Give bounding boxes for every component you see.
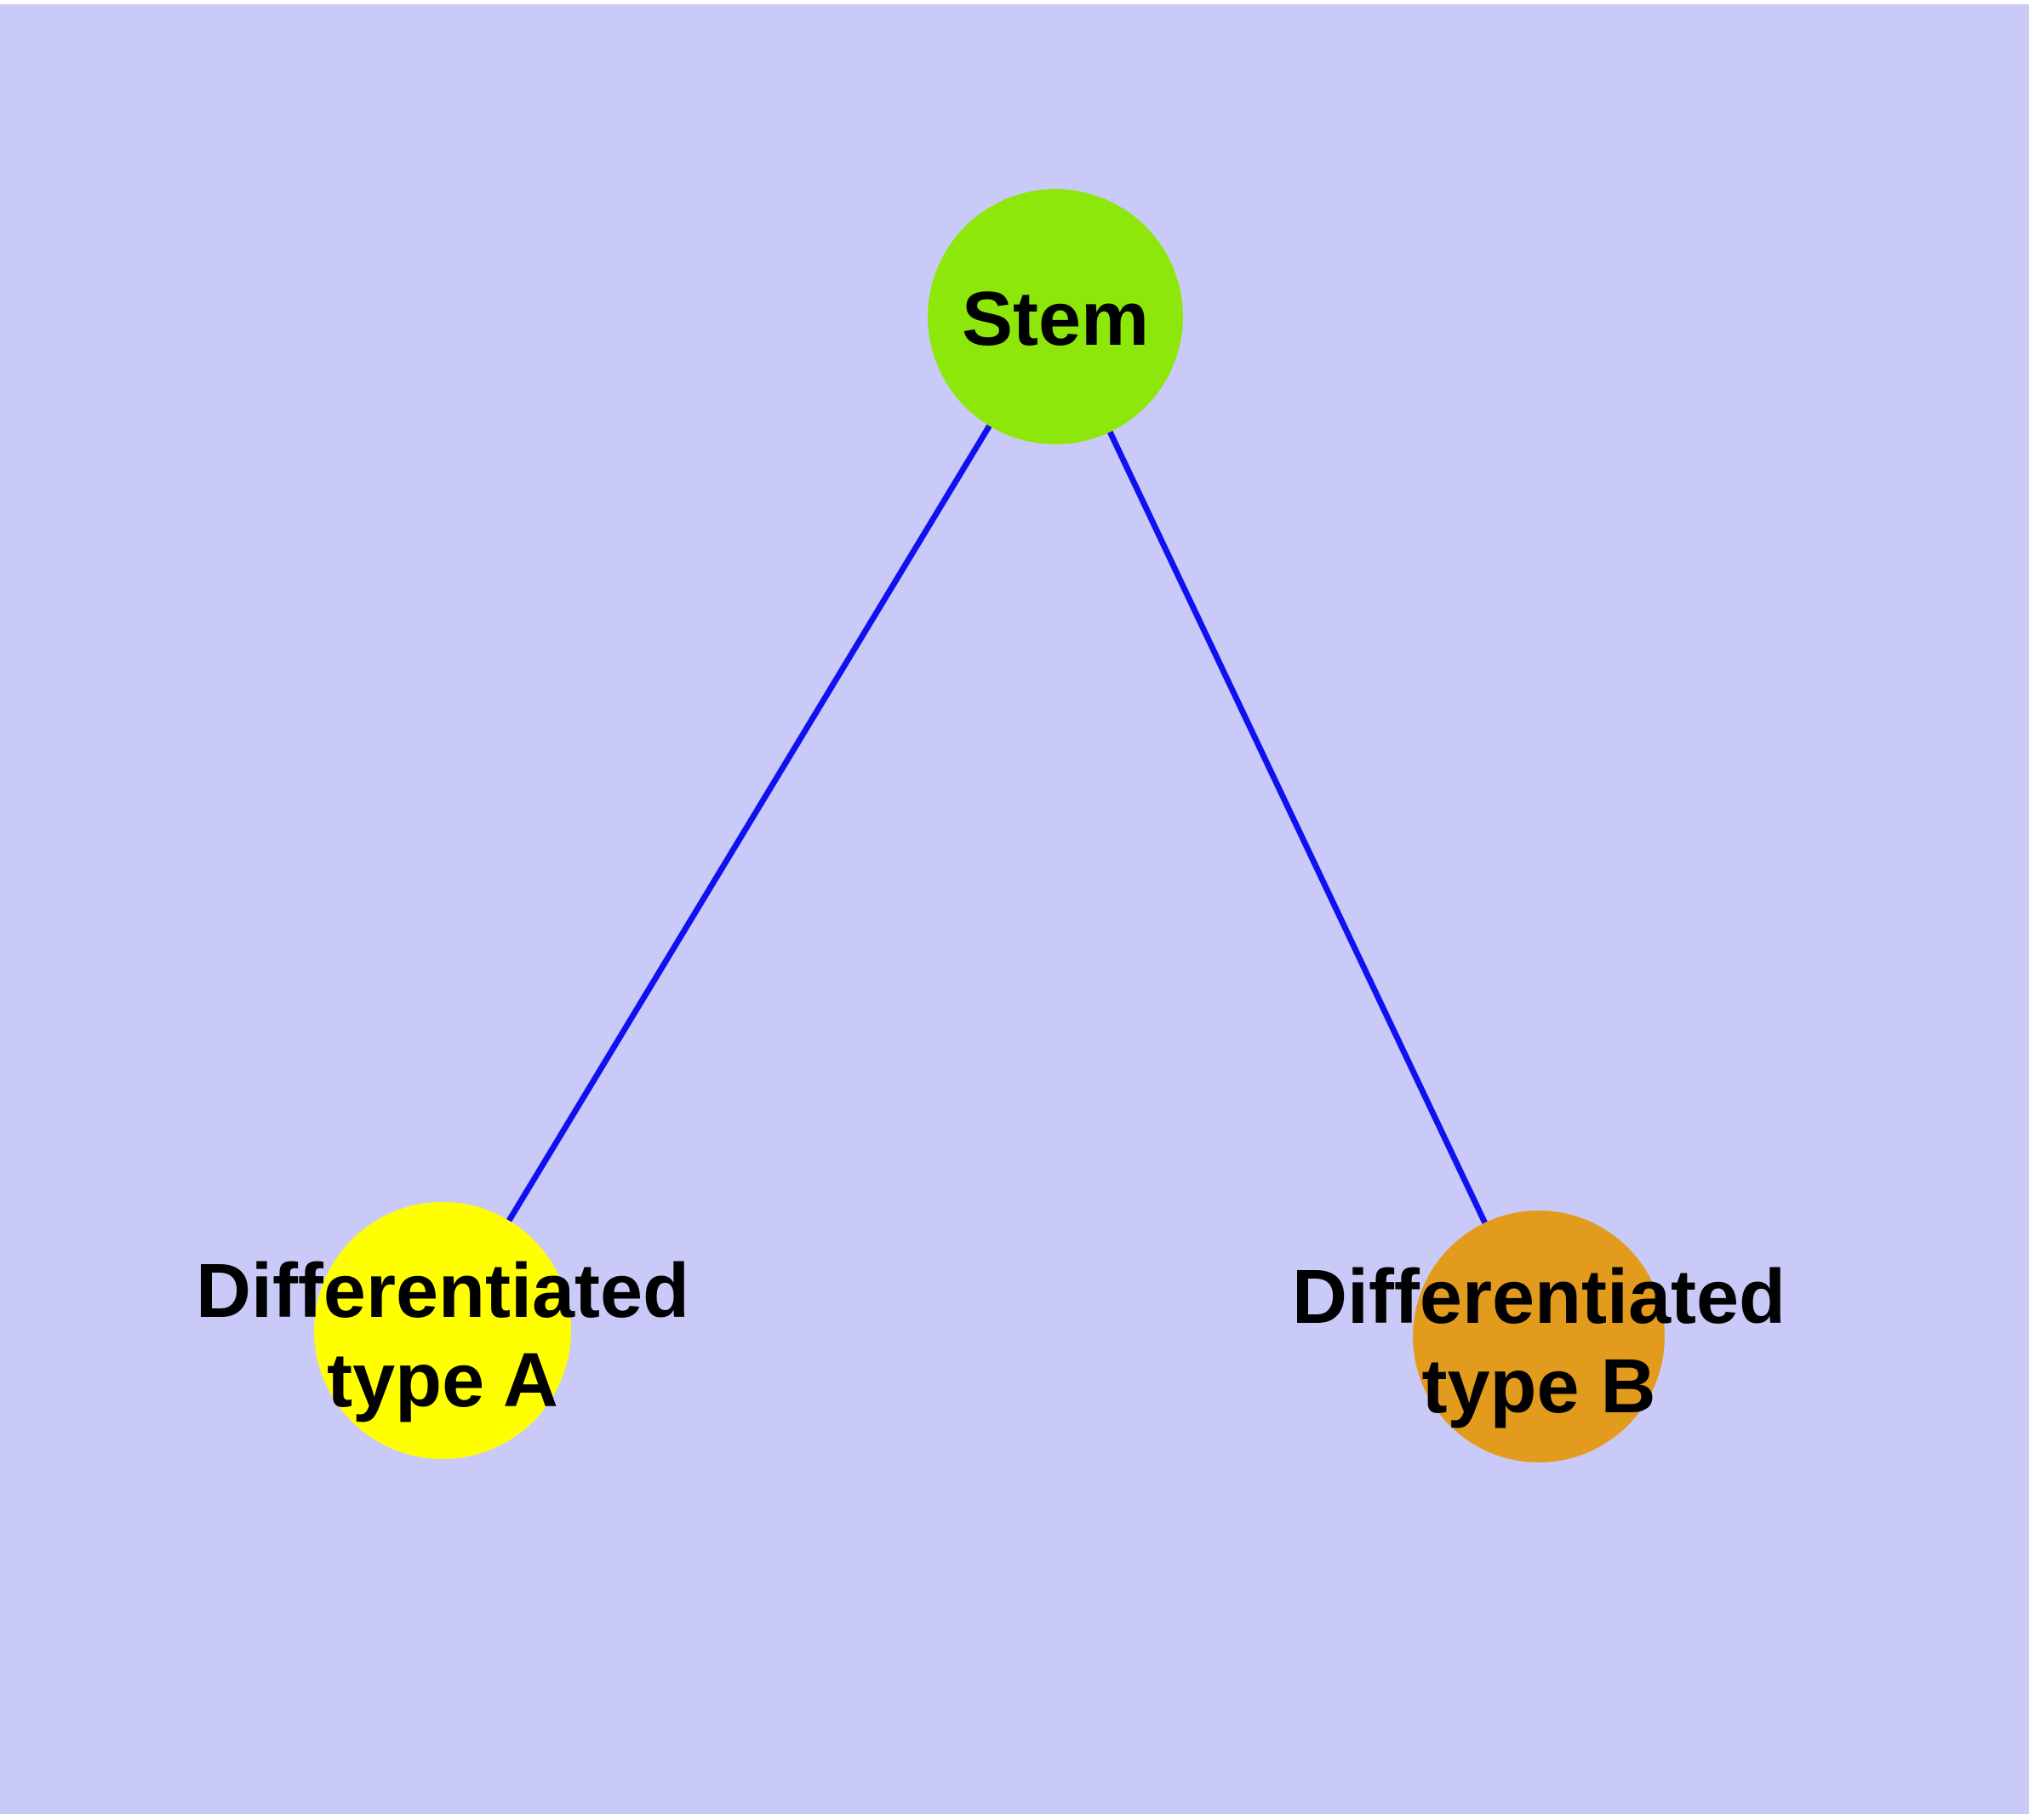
node-stem xyxy=(928,189,1183,444)
edge-stem-to-type-b xyxy=(1052,315,1542,1338)
node-type-a-label-line1: Differentiated xyxy=(196,1249,689,1334)
node-type-b-label-line1: Differentiated xyxy=(1292,1255,1786,1340)
node-differentiated-type-b xyxy=(1413,1210,1665,1462)
node-stem-label: Stem xyxy=(962,277,1149,362)
edge-stem-to-type-a xyxy=(440,315,1058,1332)
node-differentiated-type-a xyxy=(314,1202,571,1459)
node-type-a-label-line2: type A xyxy=(327,1338,558,1423)
node-type-b-label-line2: type B xyxy=(1421,1344,1655,1429)
